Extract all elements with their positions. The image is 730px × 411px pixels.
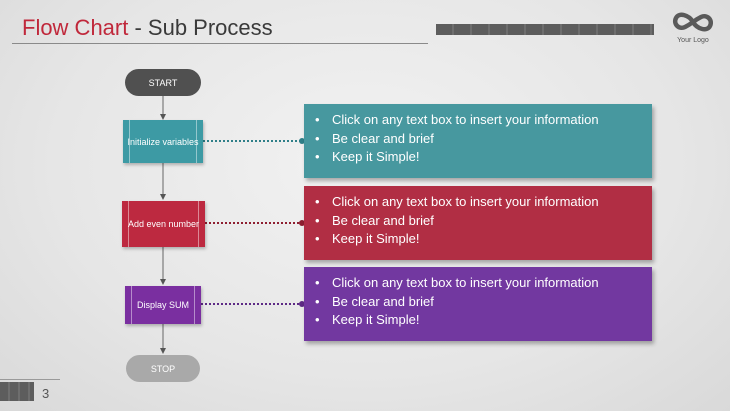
stop-node[interactable]: STOP [126, 355, 200, 382]
page-number: 3 [42, 386, 50, 401]
info-box-3-bullet-3: Keep it Simple! [315, 311, 642, 330]
info-box-3-bullet-1: Click on any text box to insert your inf… [315, 274, 642, 293]
dotted-link-3-dot [299, 301, 305, 307]
info-box-2[interactable]: Click on any text box to insert your inf… [304, 186, 652, 260]
process-step-display-sum[interactable]: Display SUM [125, 286, 201, 324]
header-decor-bar [436, 24, 654, 35]
info-box-1-bullet-1: Click on any text box to insert your inf… [315, 111, 642, 130]
infinity-icon [673, 12, 713, 32]
info-box-1-bullet-2: Be clear and brief [315, 130, 642, 149]
footer-decor-bar [0, 382, 34, 401]
start-node[interactable]: START [125, 69, 201, 96]
logo-text: Your Logo [677, 37, 709, 44]
dotted-link-1-dot [299, 138, 305, 144]
title-main: Flow Chart [22, 15, 129, 40]
info-box-3[interactable]: Click on any text box to insert your inf… [304, 267, 652, 341]
info-box-3-list: Click on any text box to insert your inf… [314, 274, 642, 330]
page-title[interactable]: Flow Chart - Sub Process [22, 14, 273, 42]
dotted-link-2-dot [299, 220, 305, 226]
footer-rule [0, 379, 60, 380]
logo: Your Logo [664, 10, 722, 48]
info-box-3-bullet-2: Be clear and brief [315, 293, 642, 312]
process-step-add-even[interactable]: Add even number [122, 201, 205, 247]
info-box-1[interactable]: Click on any text box to insert your inf… [304, 104, 652, 178]
title-separator: - [128, 15, 148, 40]
title-sub: Sub Process [147, 15, 273, 40]
info-box-1-bullet-3: Keep it Simple! [315, 148, 642, 167]
process-step-initialize[interactable]: Initialize variables [123, 120, 203, 163]
info-box-2-list: Click on any text box to insert your inf… [314, 193, 642, 249]
info-box-2-bullet-1: Click on any text box to insert your inf… [315, 193, 642, 212]
info-box-2-bullet-3: Keep it Simple! [315, 230, 642, 249]
info-box-1-list: Click on any text box to insert your inf… [314, 111, 642, 167]
title-underline [12, 43, 428, 44]
info-box-2-bullet-2: Be clear and brief [315, 212, 642, 231]
